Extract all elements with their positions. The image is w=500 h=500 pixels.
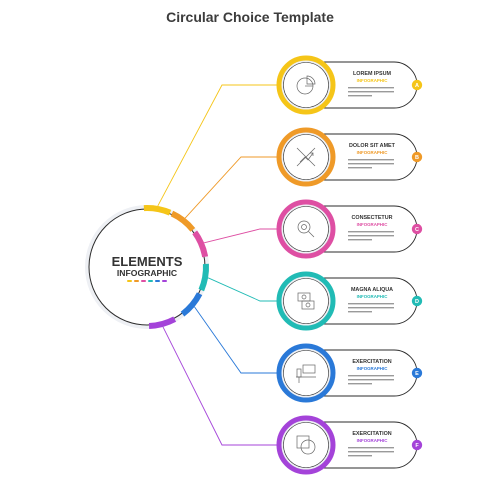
letter-badge-text: A xyxy=(415,83,419,89)
letter-badge xyxy=(411,295,423,307)
option-title: LOREM IPSUM xyxy=(353,71,392,77)
workplace-icon xyxy=(296,364,316,383)
option-title: DOLOR SIT AMET xyxy=(349,143,396,149)
text-line xyxy=(348,375,394,377)
magnifier-gear-icon xyxy=(297,220,315,238)
hub-dot xyxy=(141,280,146,282)
hub-arc-c xyxy=(192,230,209,258)
letter-badge xyxy=(411,439,423,451)
text-line xyxy=(348,239,372,241)
text-line xyxy=(348,311,372,313)
option-subtitle: INFOGRAPHIC xyxy=(357,366,389,371)
letter-badge-text: B xyxy=(415,155,419,161)
text-line xyxy=(348,91,394,93)
connector-d xyxy=(207,277,278,302)
money-exchange-icon xyxy=(297,292,315,310)
text-line xyxy=(348,235,394,237)
option-title: EXERCITATION xyxy=(352,431,391,437)
growth-chart-icon xyxy=(296,147,316,167)
hub-arc-f xyxy=(148,316,177,329)
text-line xyxy=(348,167,372,169)
icon-disc xyxy=(283,422,329,468)
icon-ring xyxy=(276,271,336,331)
letter-badge xyxy=(411,79,423,91)
text-line xyxy=(348,447,394,449)
option-title: CONSECTETUR xyxy=(351,215,392,221)
connectors xyxy=(157,84,278,446)
letter-badge-text: F xyxy=(415,443,419,449)
icon-ring xyxy=(276,343,336,403)
option-title: MAGNA ALIQUA xyxy=(351,287,393,293)
connector-a xyxy=(157,84,278,207)
letter-badge xyxy=(411,367,423,379)
text-line xyxy=(348,383,372,385)
connector-f xyxy=(162,326,278,446)
letter-badge-text: C xyxy=(415,227,419,233)
hub-arcs xyxy=(143,205,209,329)
hub-dot xyxy=(155,280,160,282)
hub-arc-d xyxy=(198,263,209,292)
hub: ELEMENTS INFOGRAPHIC xyxy=(85,205,209,329)
connector-c xyxy=(203,228,278,244)
option-subtitle: INFOGRAPHIC xyxy=(357,222,389,227)
text-line xyxy=(348,455,372,457)
text-line xyxy=(348,303,394,305)
page-title: Circular Choice Template xyxy=(166,9,334,25)
text-line xyxy=(348,451,394,453)
shapes-icon xyxy=(296,435,316,455)
option-subtitle: INFOGRAPHIC xyxy=(357,78,389,83)
text-line xyxy=(348,87,394,89)
option-title: EXERCITATION xyxy=(352,359,391,365)
icon-ring xyxy=(276,199,336,259)
hub-subtitle: INFOGRAPHIC xyxy=(117,268,177,278)
option-subtitle: INFOGRAPHIC xyxy=(357,438,389,443)
option-subtitle: INFOGRAPHIC xyxy=(357,150,389,155)
text-line xyxy=(348,307,394,309)
hub-arc-a xyxy=(143,205,172,216)
hub-dot xyxy=(134,280,139,282)
letter-badge xyxy=(411,223,423,235)
hub-dot xyxy=(148,280,153,282)
text-line xyxy=(348,231,394,233)
icon-disc xyxy=(283,62,329,108)
letter-badge-text: E xyxy=(415,371,419,377)
text-line xyxy=(348,159,394,161)
pie-chart-icon xyxy=(296,75,316,95)
option-subtitle: INFOGRAPHIC xyxy=(357,294,389,299)
text-line xyxy=(348,379,394,381)
icon-ring xyxy=(276,127,336,187)
text-line xyxy=(348,163,394,165)
text-line xyxy=(348,95,372,97)
hub-title: ELEMENTS xyxy=(112,254,183,269)
hub-dots xyxy=(127,280,167,282)
letter-badge xyxy=(411,151,423,163)
icon-ring xyxy=(276,55,336,115)
hub-arc-e xyxy=(180,292,203,317)
connector-b xyxy=(184,156,278,219)
letter-badge-text: D xyxy=(415,299,419,305)
hub-dot xyxy=(162,280,167,282)
hub-arc-b xyxy=(170,210,196,232)
connector-e xyxy=(194,306,278,374)
icon-ring xyxy=(276,415,336,475)
hub-dot xyxy=(127,280,132,282)
